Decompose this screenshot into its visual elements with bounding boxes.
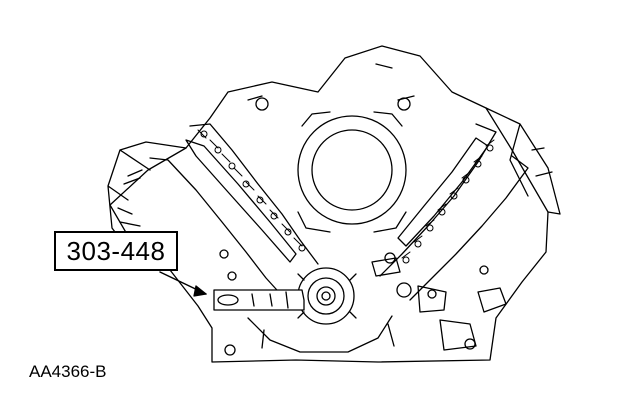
right-timing-chain bbox=[379, 123, 529, 301]
special-tool-303-448 bbox=[213, 289, 305, 311]
engine-block-outline bbox=[109, 45, 549, 363]
left-timing-chain bbox=[149, 123, 319, 301]
crankshaft-seal-housing bbox=[297, 115, 407, 225]
tool-callout-box: 303-448 bbox=[54, 231, 178, 271]
oil-pump-area bbox=[247, 315, 395, 353]
right-chain-guide bbox=[397, 137, 489, 247]
figure-id: AA4366-B bbox=[29, 362, 107, 381]
crankshaft-sprocket bbox=[297, 267, 355, 325]
left-chain-guide bbox=[185, 139, 297, 263]
tool-callout-label: 303-448 bbox=[66, 235, 166, 266]
right-cylinder-head bbox=[485, 107, 561, 215]
